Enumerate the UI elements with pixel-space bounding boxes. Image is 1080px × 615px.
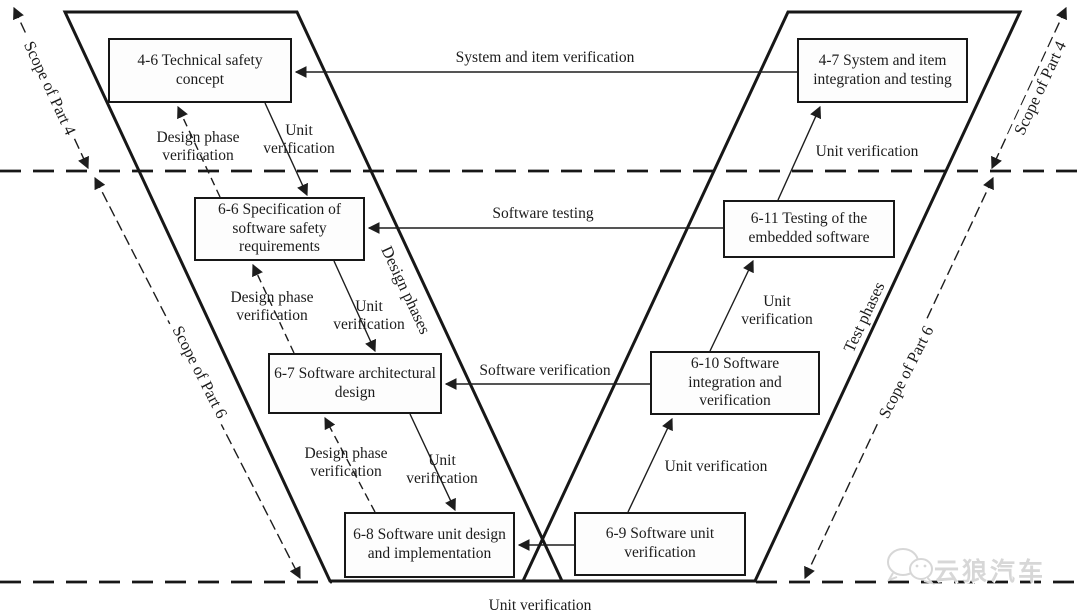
label-unit-verification-right-3: Unit verification	[815, 143, 919, 161]
box-6-9-software-unit-verification: 6-9 Software unit verification	[574, 512, 746, 576]
label-system-item-verification: System and item verification	[455, 49, 635, 67]
label-software-verification: Software verification	[479, 362, 611, 380]
arrow-unit-verification-right-3	[777, 105, 822, 201]
arrow-unit-verification-right-2	[709, 259, 754, 352]
right-unit-verification-arrows	[627, 105, 822, 513]
box-6-10-software-integration-verification: 6-10 Software integration and verificati…	[650, 351, 820, 415]
box-6-11-testing-embedded-software: 6-11 Testing of the embedded software	[723, 200, 895, 258]
right-leg-parallelogram	[520, 10, 1023, 583]
arrow-unit-verification-left-3	[409, 413, 456, 512]
box-4-6-technical-safety-concept: 4-6 Technical safety concept	[108, 38, 292, 103]
label-software-testing: Software testing	[492, 205, 594, 223]
label-design-phase-verification-1: Design phase verification	[156, 129, 240, 164]
box-6-7-software-architectural-design: 6-7 Software architectural design	[268, 353, 442, 414]
label-unit-verification-right-1: Unit verification	[664, 458, 768, 476]
label-design-phase-verification-3: Design phase verification	[304, 445, 388, 480]
label-unit-verification-right-2: Unit verification	[741, 293, 813, 328]
box-4-7-system-item-integration-testing: 4-7 System and item integration and test…	[797, 38, 968, 103]
arrow-unit-verification-right-1	[627, 417, 673, 513]
label-unit-verification-left-3: Unit verification	[406, 452, 478, 487]
scope-part6-right-line	[804, 176, 994, 580]
box-6-6-specification-software-safety-requirements: 6-6 Specification of software safety req…	[194, 197, 365, 261]
horizontal-arrows	[294, 66, 797, 551]
label-design-phase-verification-2: Design phase verification	[230, 289, 314, 324]
label-unit-verification-bottom: Unit verification	[488, 597, 592, 615]
label-unit-verification-left-2: Unit verification	[333, 298, 405, 333]
label-unit-verification-left-1: Unit verification	[263, 122, 335, 157]
arrow-unit-verification-left-2	[333, 260, 376, 353]
box-6-8-software-unit-design-implementation: 6-8 Software unit design and implementat…	[344, 512, 515, 578]
arrow-design-phase-verification-3	[324, 416, 376, 513]
watermark-text: 云狼汽车	[934, 559, 1047, 586]
wechat-icon	[886, 548, 935, 585]
